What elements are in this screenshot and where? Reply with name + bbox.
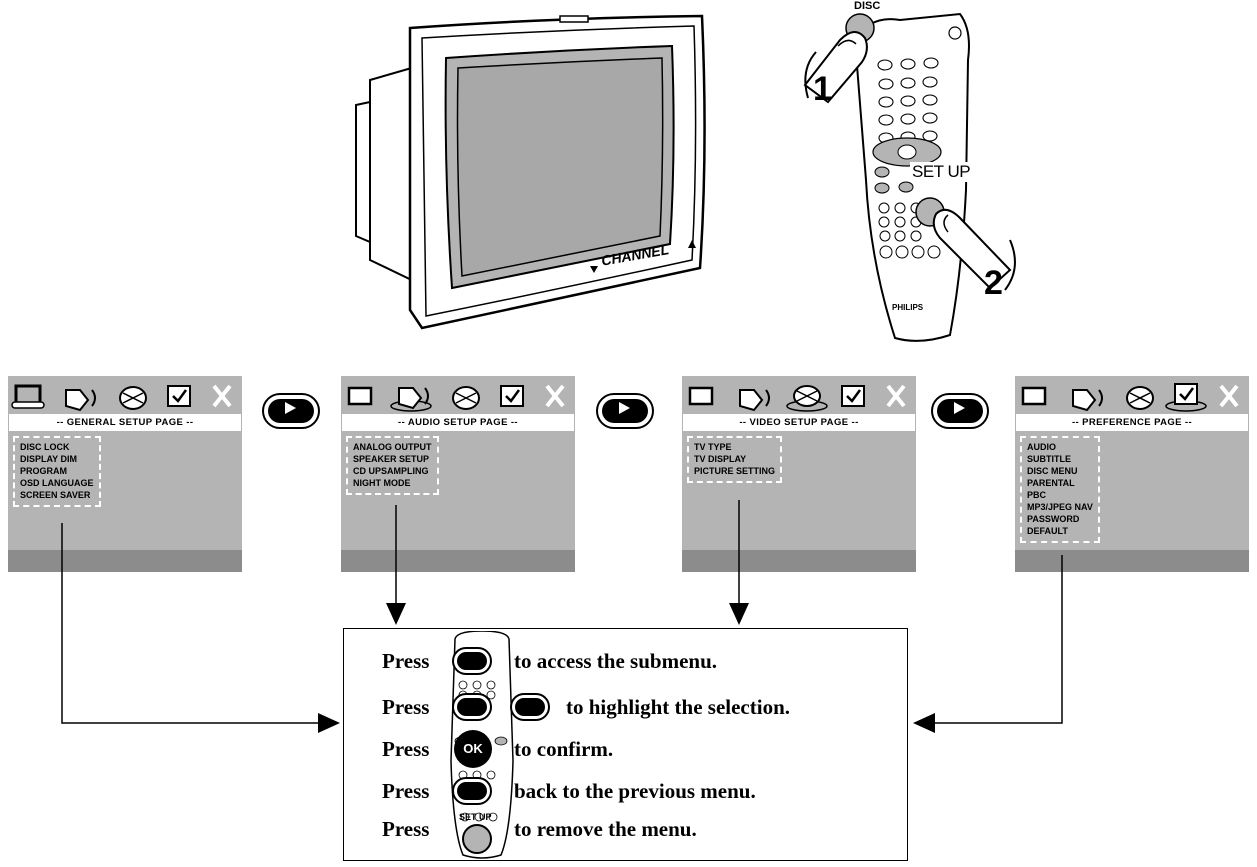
general-icon — [688, 386, 714, 406]
video-icon — [1126, 386, 1154, 410]
step-1-label: 1 — [813, 70, 832, 108]
list-item[interactable]: DISPLAY DIM — [20, 454, 78, 464]
panel-item-list: AUDIO SUBTITLE DISC MENU PARENTAL PBC MP… — [1020, 436, 1100, 543]
close-icon — [212, 384, 232, 408]
panel-footer — [682, 550, 916, 572]
setup-button-label: SET UP — [459, 812, 492, 822]
down-arrow-button — [510, 693, 550, 721]
list-item[interactable]: PROGRAM — [20, 466, 67, 476]
menu-icon-bar — [11, 384, 232, 412]
general-icon — [11, 384, 45, 409]
list-item[interactable]: DEFAULT — [1027, 526, 1068, 536]
panel-title: -- PREFERENCE PAGE -- — [1016, 414, 1248, 431]
panel-footer — [1015, 550, 1249, 572]
list-item[interactable]: SPEAKER SETUP — [353, 454, 430, 464]
panel-item-list: ANALOG OUTPUT SPEAKER SETUP CD UPSAMPLIN… — [346, 436, 439, 495]
menu-icon-bar — [347, 384, 565, 412]
panel-footer — [341, 550, 575, 572]
list-item[interactable]: ANALOG OUTPUT — [353, 442, 432, 452]
panel-footer — [8, 550, 242, 572]
right-arrow-button — [452, 647, 492, 675]
panel-item-list: DISC LOCK DISPLAY DIM PROGRAM OSD LANGUA… — [13, 436, 101, 507]
video-icon — [786, 385, 828, 412]
panel-item-list: TV TYPE TV DISPLAY PICTURE SETTING — [687, 436, 783, 483]
list-item[interactable]: DISC LOCK — [20, 442, 70, 452]
setup-button — [462, 824, 492, 854]
list-item[interactable]: NIGHT MODE — [353, 478, 411, 488]
play-button-1 — [262, 393, 320, 429]
left-arrow-button — [452, 777, 492, 805]
play-button-2 — [596, 393, 654, 429]
list-item[interactable]: AUDIO — [1027, 442, 1056, 452]
instruction-line-5: to remove the menu. — [514, 817, 697, 841]
list-item[interactable]: DISC MENU — [1027, 466, 1078, 476]
preference-icon — [167, 385, 191, 407]
press-label: Press — [382, 649, 430, 673]
close-icon — [1219, 384, 1239, 408]
general-icon — [347, 386, 373, 406]
panel-audio-setup: -- AUDIO SETUP PAGE -- ANALOG OUTPUT SPE… — [341, 376, 575, 572]
list-item[interactable]: OSD LANGUAGE — [20, 478, 94, 488]
tv-illustration: CHANNEL — [350, 10, 720, 330]
preference-icon — [500, 385, 524, 407]
list-item[interactable]: SUBTITLE — [1027, 454, 1071, 464]
press-label: Press — [382, 737, 430, 761]
remote-illustration: DISC SET UP PHILIPS 1 2 — [800, 0, 1040, 345]
panel-preference: -- PREFERENCE PAGE -- AUDIO SUBTITLE DIS… — [1015, 376, 1249, 572]
ok-button: OK — [454, 730, 492, 768]
instruction-line-2: to highlight the selection. — [566, 695, 790, 719]
press-label: Press — [382, 779, 430, 803]
close-icon — [545, 384, 565, 408]
instruction-line-1: to access the submenu. — [514, 649, 717, 673]
panel-general-setup: -- GENERAL SETUP PAGE -- DISC LOCK DISPL… — [8, 376, 242, 572]
press-label: Press — [382, 695, 430, 719]
video-icon — [119, 386, 147, 410]
list-item[interactable]: TV TYPE — [694, 442, 732, 452]
general-icon — [1021, 386, 1047, 406]
panel-title: -- AUDIO SETUP PAGE -- — [342, 414, 574, 431]
remote-brand: PHILIPS — [892, 303, 924, 312]
list-item[interactable]: SCREEN SAVER — [20, 490, 91, 500]
audio-icon — [1072, 389, 1103, 412]
instruction-box: Press to access the submenu. Press to hi… — [343, 628, 908, 861]
list-item[interactable]: PARENTAL — [1027, 478, 1075, 488]
preference-icon — [1165, 383, 1207, 412]
preference-icon — [841, 385, 865, 407]
audio-icon — [390, 387, 432, 412]
video-icon — [452, 386, 480, 410]
list-item[interactable]: CD UPSAMPLING — [353, 466, 429, 476]
list-item[interactable]: PASSWORD — [1027, 514, 1080, 524]
list-item[interactable]: MP3/JPEG NAV — [1027, 502, 1093, 512]
list-item[interactable]: PBC — [1027, 490, 1047, 500]
play-button-3 — [931, 393, 989, 429]
remote-disc-label: DISC — [854, 0, 881, 12]
menu-icon-bar — [688, 384, 906, 412]
list-item[interactable]: TV DISPLAY — [694, 454, 747, 464]
remote-setup-label: SET UP — [910, 162, 973, 182]
panel-title: -- VIDEO SETUP PAGE -- — [683, 414, 915, 431]
up-arrow-button — [452, 693, 492, 721]
step-2-label: 2 — [984, 264, 1003, 302]
audio-icon — [739, 389, 770, 412]
instruction-line-4: back to the previous menu. — [514, 779, 756, 803]
close-icon — [886, 384, 906, 408]
instruction-line-3: to confirm. — [514, 737, 614, 761]
audio-icon — [65, 389, 96, 412]
list-item[interactable]: PICTURE SETTING — [694, 466, 776, 476]
press-label: Press — [382, 817, 430, 841]
menu-icon-bar — [1021, 383, 1239, 412]
panel-video-setup: -- VIDEO SETUP PAGE -- TV TYPE TV DISPLA… — [682, 376, 916, 572]
panel-title: -- GENERAL SETUP PAGE -- — [9, 414, 241, 431]
